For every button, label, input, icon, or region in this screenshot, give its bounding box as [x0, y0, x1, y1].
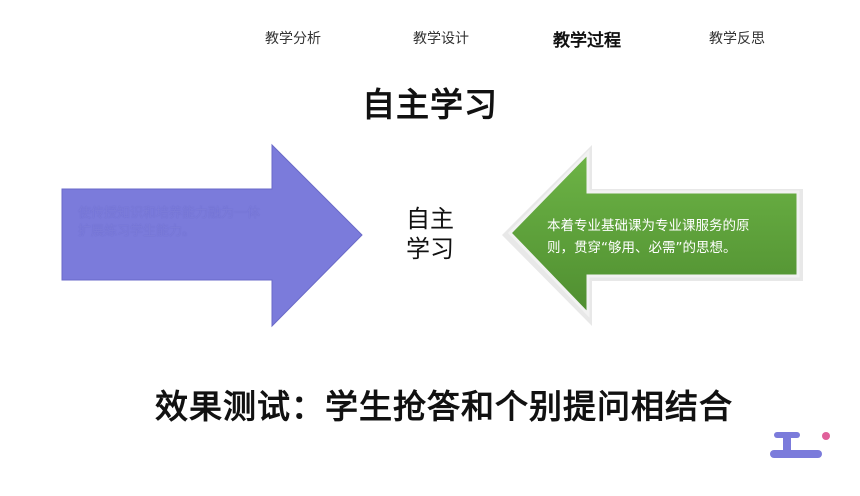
left-arrow-line-1: 使传授知识和培养能力融为一体 [78, 206, 261, 221]
left-arrow-text: 使传授知识和培养能力融为一体 扩展练习学生能力。 [78, 205, 313, 241]
subtitle: 效果测试：学生抢答和个别提问相结合 [155, 387, 733, 426]
left-arrow-shape [61, 143, 363, 328]
page-title: 自主学习 [362, 85, 498, 124]
nav-item-teaching-process[interactable]: 教学过程 [553, 31, 621, 51]
nav-item-teaching-analysis[interactable]: 教学分析 [265, 31, 321, 47]
top-nav: 教学分析 教学设计 教学过程 教学反思 [0, 28, 860, 51]
center-label: 自主 学习 [400, 204, 460, 264]
nav-item-teaching-reflection[interactable]: 教学反思 [709, 31, 765, 47]
center-label-line-1: 自主 [406, 205, 454, 233]
brand-logo-icon [770, 432, 830, 458]
left-arrow-line-2: 扩展练习学生能力。 [78, 224, 196, 239]
right-arrow-text: 本着专业基础课为专业课服务的原 则，贯穿“够用、必需”的思想。 [547, 215, 797, 259]
center-label-line-2: 学习 [406, 235, 454, 263]
nav-item-teaching-design[interactable]: 教学设计 [413, 31, 469, 47]
right-arrow-line-1: 本着专业基础课为专业课服务的原 [547, 218, 750, 234]
right-arrow-line-2: 则，贯穿“够用、必需”的思想。 [547, 240, 737, 256]
right-arrow-shape [507, 149, 800, 318]
